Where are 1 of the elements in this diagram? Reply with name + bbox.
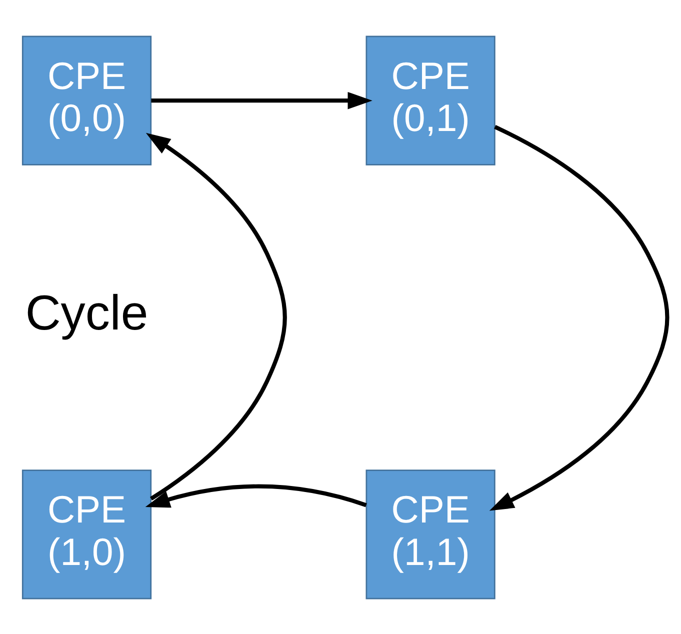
label: Cycle: [25, 286, 148, 340]
